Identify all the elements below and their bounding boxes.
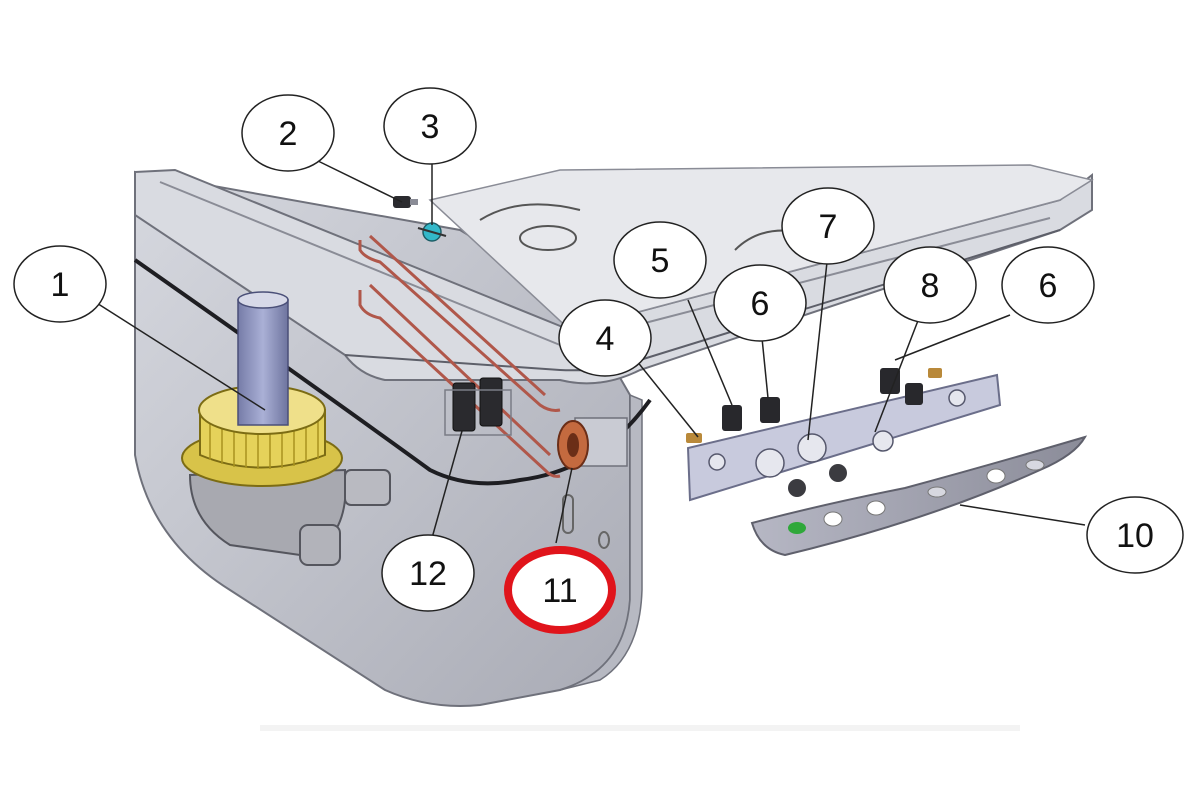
- callout-number: 6: [1039, 267, 1058, 305]
- heating-element-icon: [358, 234, 561, 478]
- callout-number: 3: [421, 108, 440, 146]
- leader-10: [959, 504, 1086, 526]
- heater-coil-upper: [358, 240, 561, 412]
- panel-led: [788, 522, 806, 534]
- leader-lines: [91, 159, 1086, 544]
- callout-c11: 11: [504, 546, 616, 634]
- button-6b: [880, 368, 900, 394]
- panel-hole-5: [1025, 459, 1045, 471]
- panel-hole-4: [986, 468, 1006, 484]
- callout-number: 2: [279, 115, 298, 153]
- side-switch-a: [452, 382, 476, 432]
- leader-7: [807, 261, 828, 441]
- rail-screw-right: [948, 389, 966, 407]
- sensor-core: [567, 433, 579, 457]
- button-5: [722, 405, 742, 431]
- panel-hole-3: [927, 486, 947, 498]
- front-slot: [562, 494, 574, 534]
- callout-circle: [558, 299, 652, 377]
- leader-1: [91, 299, 266, 411]
- callout-c5: 5: [613, 221, 707, 299]
- callout-c1: 1: [13, 245, 107, 323]
- callout-c2: 2: [241, 94, 335, 172]
- callout-number: 5: [651, 242, 670, 280]
- callout-c10: 10: [1086, 496, 1184, 574]
- callout-c3: 3: [383, 87, 477, 165]
- callout-circle: [381, 534, 475, 612]
- callout-circle: [883, 246, 977, 324]
- callout-circle: [781, 187, 875, 265]
- filter-outlet: [299, 524, 341, 566]
- filter-side-port: [344, 469, 391, 506]
- button-6c: [905, 383, 923, 405]
- top-hole: [519, 225, 577, 251]
- leader-6b: [894, 314, 1011, 361]
- leader-4: [631, 354, 699, 438]
- leader-8: [874, 317, 920, 433]
- leader-12: [431, 430, 463, 539]
- knob-8: [788, 430, 894, 497]
- filter-pipe-top: [237, 291, 289, 309]
- callout-circle: [1001, 246, 1095, 324]
- callout-circle: [1086, 496, 1184, 574]
- callout-number: 11: [542, 572, 577, 610]
- top-slot: [479, 203, 581, 221]
- callout-number: 6: [751, 285, 770, 323]
- side-switch-b: [479, 377, 503, 427]
- callout-c12: 12: [381, 534, 475, 612]
- callout-circle: [241, 94, 335, 172]
- tub-front-face: [559, 393, 643, 691]
- rail-screw-left: [708, 453, 726, 471]
- leader-6a: [761, 337, 769, 399]
- heater-coil-lower: [358, 290, 561, 478]
- tub-top-rim: [134, 168, 1093, 385]
- callout-c4: 4: [558, 299, 652, 377]
- callout-number: 8: [921, 267, 940, 305]
- control-panel-icon: [686, 368, 1002, 502]
- heater-coil-lower-2: [368, 283, 552, 457]
- button-6a: [760, 397, 780, 423]
- callout-number: 12: [409, 555, 447, 593]
- callout-number: 7: [819, 208, 838, 246]
- drain-filter-icon: [181, 291, 391, 566]
- callout-circle: [713, 264, 807, 342]
- leader-2: [315, 159, 403, 203]
- heater-coil-upper-2: [368, 234, 547, 397]
- leader-11: [555, 467, 573, 544]
- callout-number: 10: [1116, 517, 1154, 555]
- callout-c7: 7: [781, 187, 875, 265]
- leader-5: [687, 299, 733, 406]
- side-switches: [444, 377, 512, 436]
- panel-hole-1: [823, 511, 843, 527]
- knob-7: [755, 433, 827, 478]
- side-bracket: [444, 389, 512, 436]
- callout-c6b: 6: [1001, 246, 1095, 324]
- callout-number: 4: [596, 320, 615, 358]
- callout-circle: [504, 546, 616, 634]
- front-hole: [598, 531, 610, 549]
- temperature-sensor: [557, 417, 628, 470]
- callout-c6a: 6: [713, 264, 807, 342]
- callout-circle: [13, 245, 107, 323]
- front-panel: [750, 435, 1088, 557]
- callout-circle: [613, 221, 707, 299]
- callout-circle: [383, 87, 477, 165]
- ground-shadow: [260, 725, 1020, 731]
- rail-pins: [686, 368, 942, 443]
- callout-c8: 8: [883, 246, 977, 324]
- small-valve-3: [417, 222, 447, 242]
- small-sensor-2: [393, 196, 418, 208]
- filter-pipe: [237, 299, 289, 426]
- panel-hole-2: [866, 500, 886, 516]
- callout-number: 1: [51, 266, 70, 304]
